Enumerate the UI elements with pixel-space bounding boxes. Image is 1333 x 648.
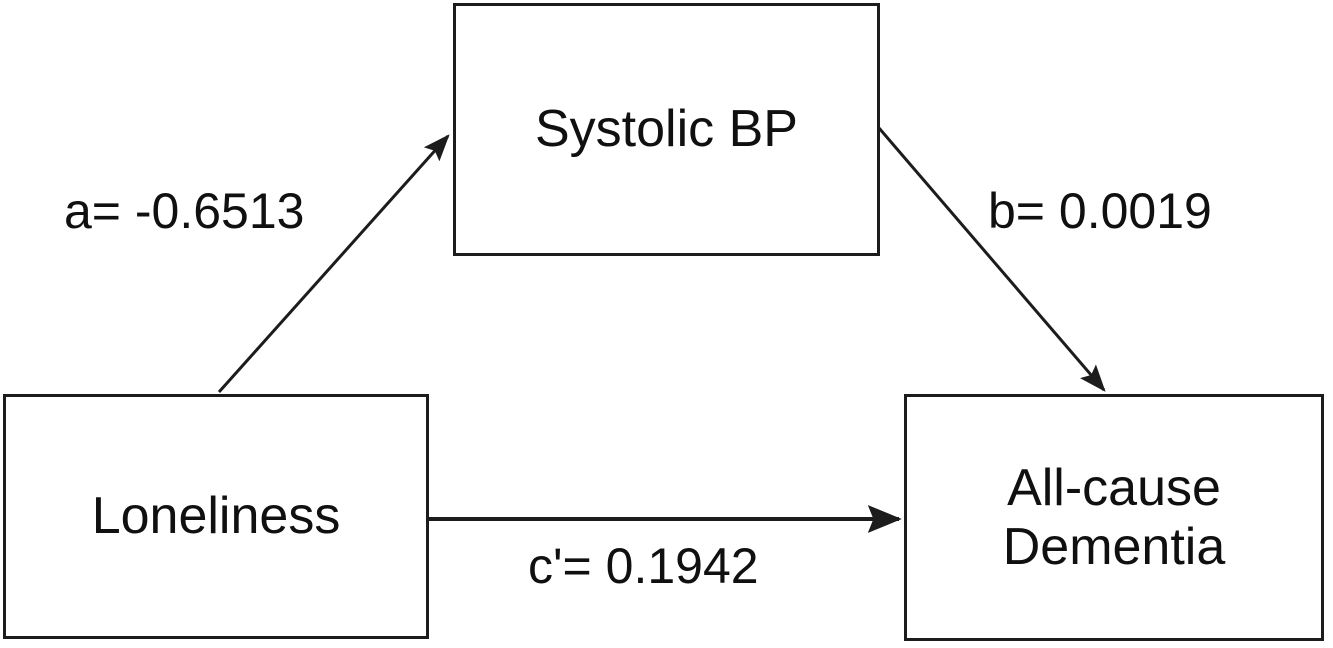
path-label-b: b= 0.0019 xyxy=(988,183,1212,239)
path-label-a: a= -0.6513 xyxy=(64,183,305,239)
node-loneliness: Loneliness xyxy=(3,394,429,639)
node-systolic-bp-label: Systolic BP xyxy=(535,100,798,159)
arrow-path-b xyxy=(877,127,1106,392)
node-all-cause-dementia-label: All-cause Dementia xyxy=(1002,459,1226,576)
node-loneliness-label: Loneliness xyxy=(91,487,341,546)
node-all-cause-dementia: All-cause Dementia xyxy=(904,394,1324,641)
path-label-c-prime: c'= 0.1942 xyxy=(528,538,759,594)
arrow-path-a xyxy=(217,134,450,394)
node-systolic-bp: Systolic BP xyxy=(453,3,880,256)
